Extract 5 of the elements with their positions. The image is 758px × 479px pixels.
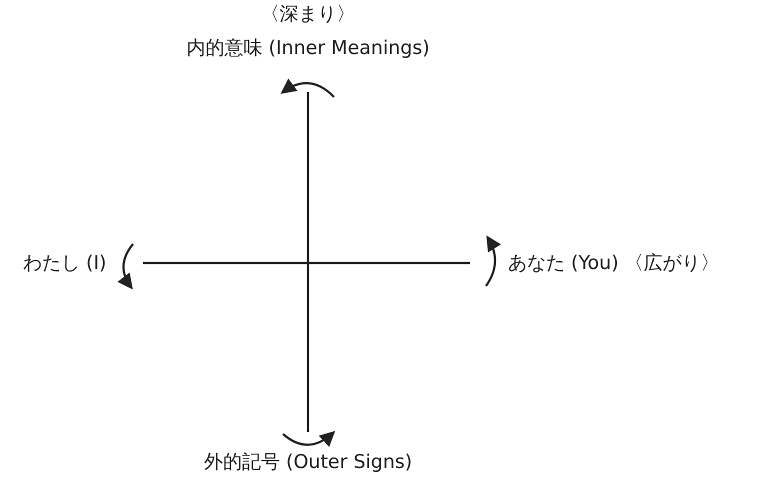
axis-label: わたし (I) xyxy=(23,251,106,275)
axis-label: あなた (You) 〈広がり〉 xyxy=(508,251,720,275)
axis-label: 外的記号 (Outer Signs) xyxy=(204,450,412,474)
axis-label: 〈深まり〉 xyxy=(260,2,356,26)
axis-label: 内的意味 (Inner Meanings) xyxy=(186,36,430,60)
